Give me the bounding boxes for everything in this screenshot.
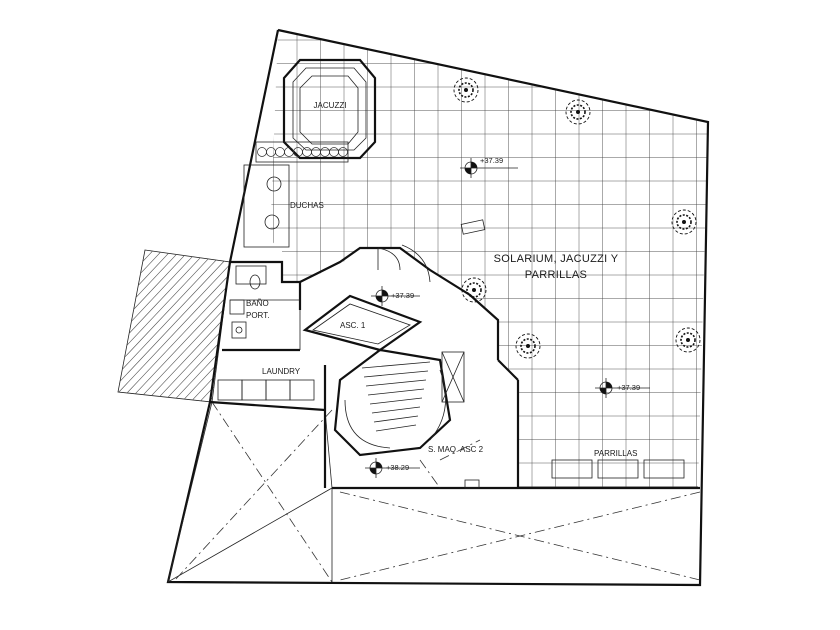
s-maq-label: S. MAQ. ASC 2	[428, 445, 484, 454]
level-marker-solarium-top: +37.39	[460, 156, 518, 178]
tree-icon	[671, 209, 697, 235]
parrillas: PARRILLAS	[551, 449, 685, 479]
solarium-grid	[270, 30, 708, 488]
level-solarium-right: +37.39	[617, 383, 640, 392]
parrillas-label: PARRILLAS	[594, 449, 637, 458]
level-marker-asc-lobby: +37.39	[371, 286, 420, 306]
level-marker-solarium-right: +37.39	[595, 378, 650, 398]
tree-icon	[515, 333, 541, 359]
level-machine-room: +38.29	[386, 463, 409, 472]
planter	[255, 141, 349, 163]
asc1-label: ASC. 1	[340, 321, 366, 330]
tree-icon	[461, 277, 487, 303]
tree-icon	[675, 327, 701, 353]
tree-icon	[453, 77, 479, 103]
level-asc-lobby: +37.39	[391, 291, 414, 300]
jacuzzi: JACUZZI	[282, 58, 377, 160]
roof-below-bottom	[331, 486, 701, 582]
solarium-label-2: PARRILLAS	[525, 269, 587, 281]
solarium-label-1: SOLARIUM, JACUZZI Y	[494, 253, 619, 265]
core: ASC. 1 S. MAQ. ASC 2	[299, 244, 520, 489]
service-block: BAÑO PORT. LAUNDRY	[209, 260, 326, 412]
bano-label-2: PORT.	[246, 311, 269, 320]
showers: DUCHAS	[243, 164, 324, 248]
level-solarium-top: +37.39	[480, 156, 503, 165]
planter-box	[460, 219, 486, 235]
bano-label: BAÑO	[246, 299, 269, 308]
tree-icon	[565, 99, 591, 125]
laundry-label: LAUNDRY	[262, 367, 301, 376]
level-marker-machine-room: +38.29	[365, 458, 420, 478]
jacuzzi-label: JACUZZI	[314, 101, 347, 110]
roof-below-left	[167, 401, 333, 583]
duchas-label: DUCHAS	[290, 201, 324, 210]
